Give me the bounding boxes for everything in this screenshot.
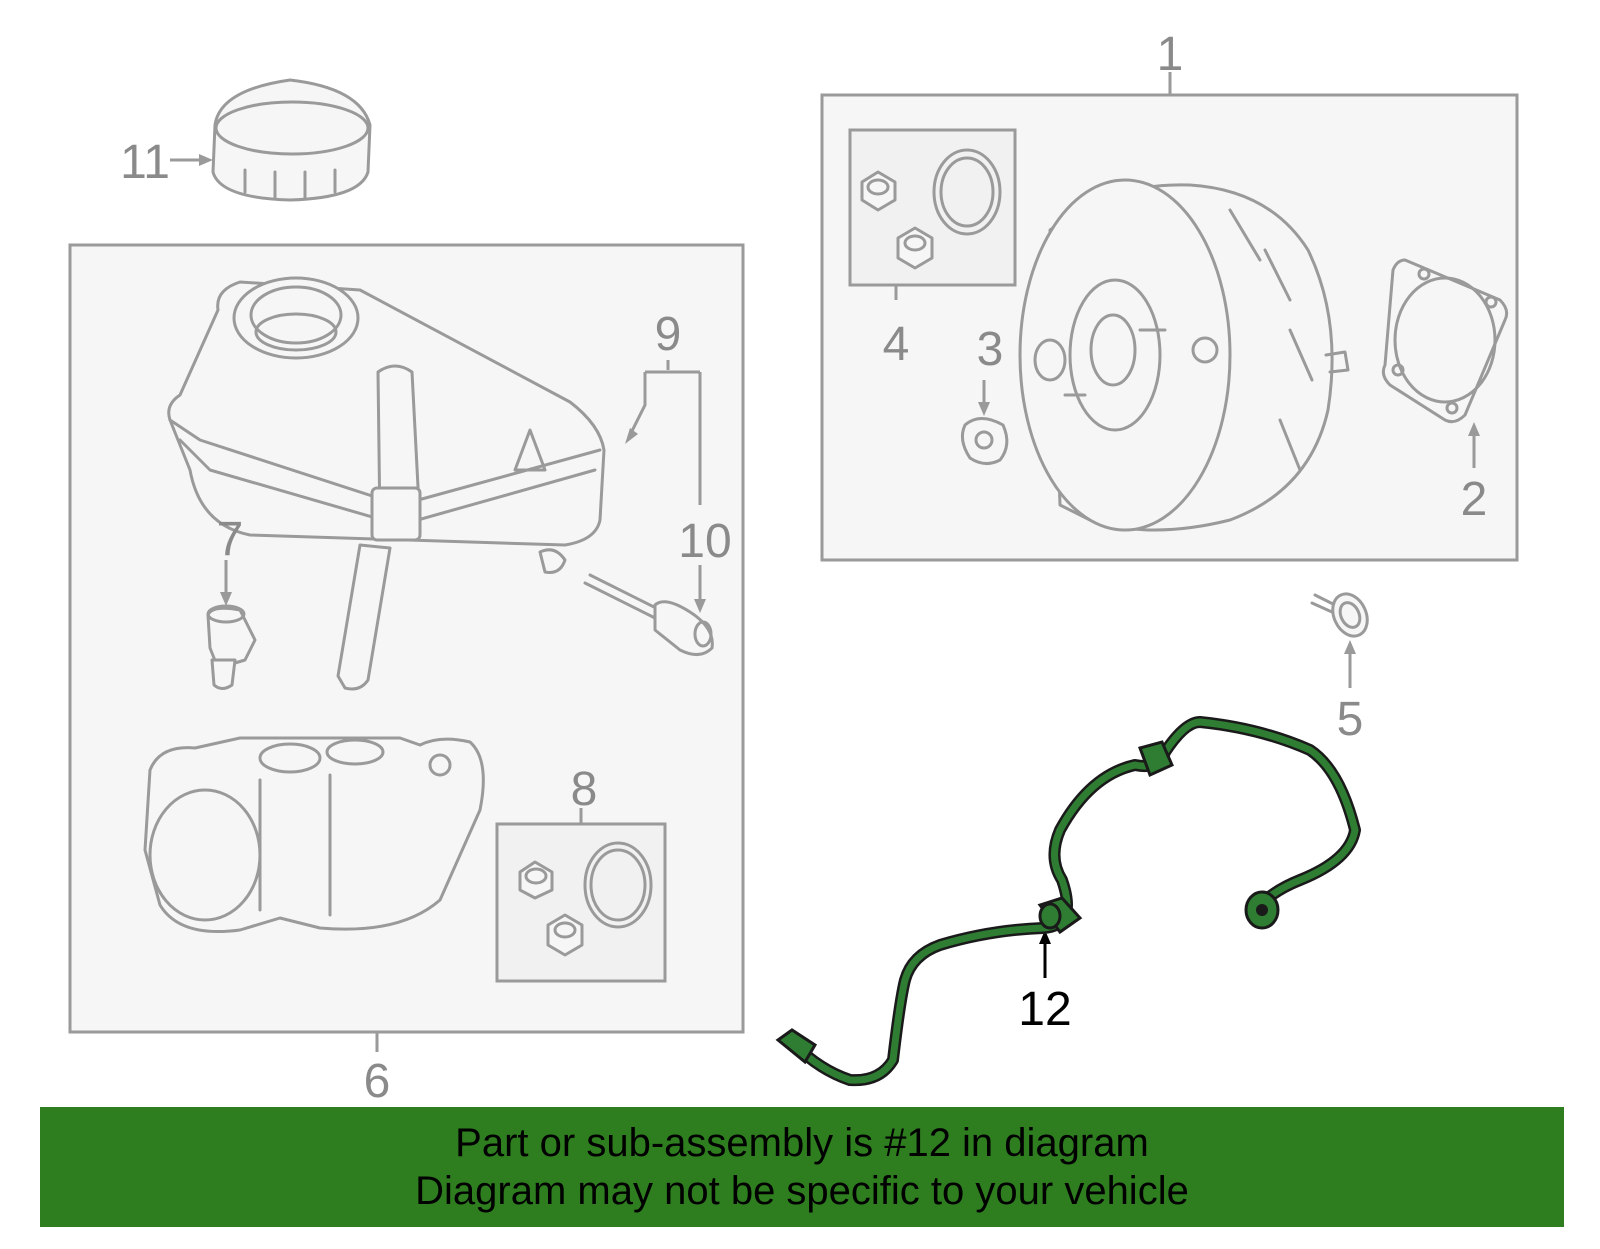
callout-5: 5	[1337, 693, 1364, 746]
notice-banner: Part or sub-assembly is #12 in diagram D…	[40, 1107, 1564, 1227]
grommet-7	[206, 604, 257, 690]
callout-4: 4	[883, 318, 910, 371]
callout-11: 11	[120, 136, 170, 189]
gasket-2	[1381, 258, 1509, 424]
reservoir-tank	[167, 276, 606, 691]
callout-7: 7	[217, 513, 244, 566]
callout-8: 8	[571, 763, 598, 816]
grommet-3	[960, 417, 1009, 465]
seal-kit-box-8	[495, 822, 667, 983]
leader-lines	[170, 72, 1480, 1052]
brake-booster	[1018, 178, 1350, 532]
callout-12: 12	[1018, 983, 1071, 1036]
banner-line-1: Part or sub-assembly is #12 in diagram	[455, 1121, 1149, 1165]
vacuum-hose-12	[775, 716, 1361, 1087]
callout-1: 1	[1157, 28, 1184, 81]
callout-10: 10	[678, 515, 731, 568]
pin-10	[583, 573, 714, 656]
callout-9: 9	[655, 308, 682, 361]
nut-kit-4-parts	[860, 148, 1002, 270]
bolt-5	[1310, 592, 1369, 638]
callout-3: 3	[977, 323, 1004, 376]
callout-2: 2	[1461, 473, 1488, 526]
reservoir-cap-11	[211, 78, 372, 202]
seal-kit-8-parts	[518, 841, 653, 957]
master-cylinder	[143, 736, 485, 934]
callout-6: 6	[364, 1055, 391, 1108]
banner-line-2: Diagram may not be specific to your vehi…	[415, 1169, 1189, 1213]
